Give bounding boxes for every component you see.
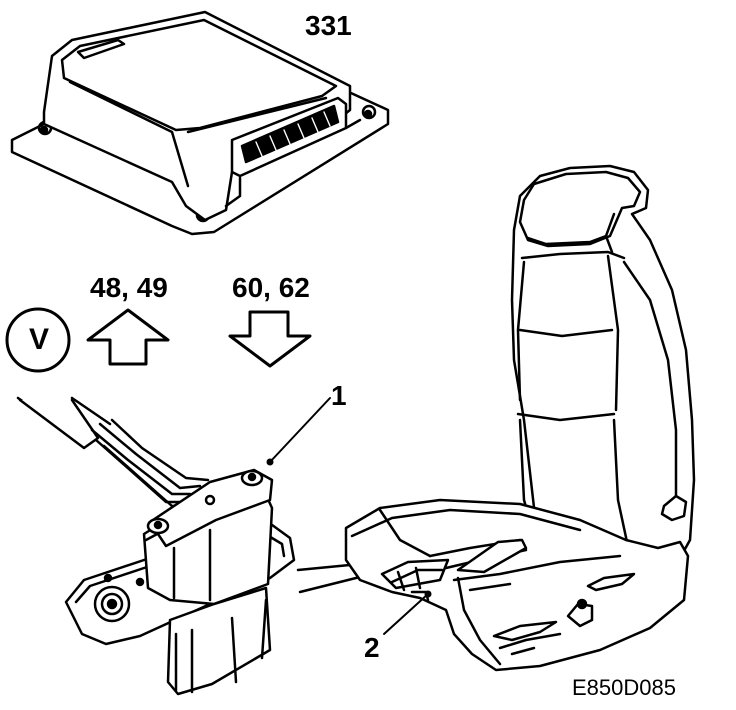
seat-sensor-drawing — [16, 396, 331, 696]
down-arrow-icon — [228, 310, 312, 368]
figure-code-label: E850D085 — [572, 675, 676, 700]
up-arrow-icon — [86, 308, 170, 366]
callout-2-label: 2 — [364, 632, 380, 663]
control-module-drawing — [10, 10, 390, 236]
up-arrow-ref-label: 48, 49 — [90, 272, 168, 303]
circled-v-symbol — [5, 307, 71, 373]
down-arrow-ref-label: 60, 62 — [232, 272, 310, 303]
car-seat-drawing — [344, 164, 696, 672]
control-module-ref-label: 331 — [305, 10, 352, 41]
circled-v-letter: V — [28, 323, 49, 356]
callout-1-label: 1 — [331, 380, 347, 411]
